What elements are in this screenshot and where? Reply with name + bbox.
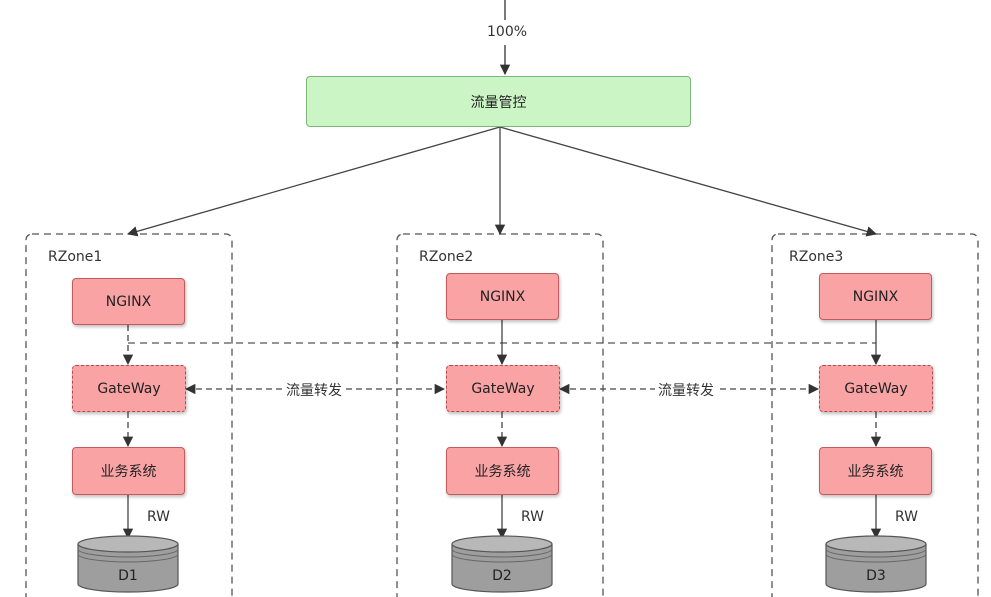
zone2-gateway-node: GateWay	[446, 365, 560, 412]
db-cylinder-d1	[77, 535, 179, 593]
zone3-gateway-node: GateWay	[819, 365, 933, 412]
db-d1-label: D1	[118, 568, 138, 584]
edge-control-zone1	[127, 126, 501, 237]
rzone2-label: RZone2	[419, 249, 474, 265]
zone2-nginx-node: NGINX	[446, 273, 559, 320]
forward-label-1-2: 流量转发	[283, 380, 345, 400]
zone1-gateway-node: GateWay	[72, 365, 186, 412]
zone3-nginx-node: NGINX	[819, 273, 932, 320]
db-cylinder-d3	[825, 535, 927, 593]
rzone1-label: RZone1	[48, 249, 103, 265]
edge-control-zone3	[499, 126, 878, 237]
zone1-rw-label: RW	[147, 509, 171, 525]
rzone3-label: RZone3	[789, 249, 844, 265]
db-d3-label: D3	[866, 568, 886, 584]
db-cylinder-d2	[451, 535, 553, 593]
zone1-business-node: 业务系统	[72, 447, 185, 495]
incoming-percent-label: 100%	[484, 24, 531, 40]
traffic-control-node: 流量管控	[306, 76, 691, 127]
zone2-rw-label: RW	[521, 509, 545, 525]
zone2-business-node: 业务系统	[446, 447, 559, 495]
forward-label-2-3: 流量转发	[655, 380, 717, 400]
db-d2-label: D2	[492, 568, 512, 584]
zone3-business-node: 业务系统	[819, 447, 932, 495]
zone3-rw-label: RW	[895, 509, 919, 525]
zone1-nginx-node: NGINX	[72, 278, 185, 325]
